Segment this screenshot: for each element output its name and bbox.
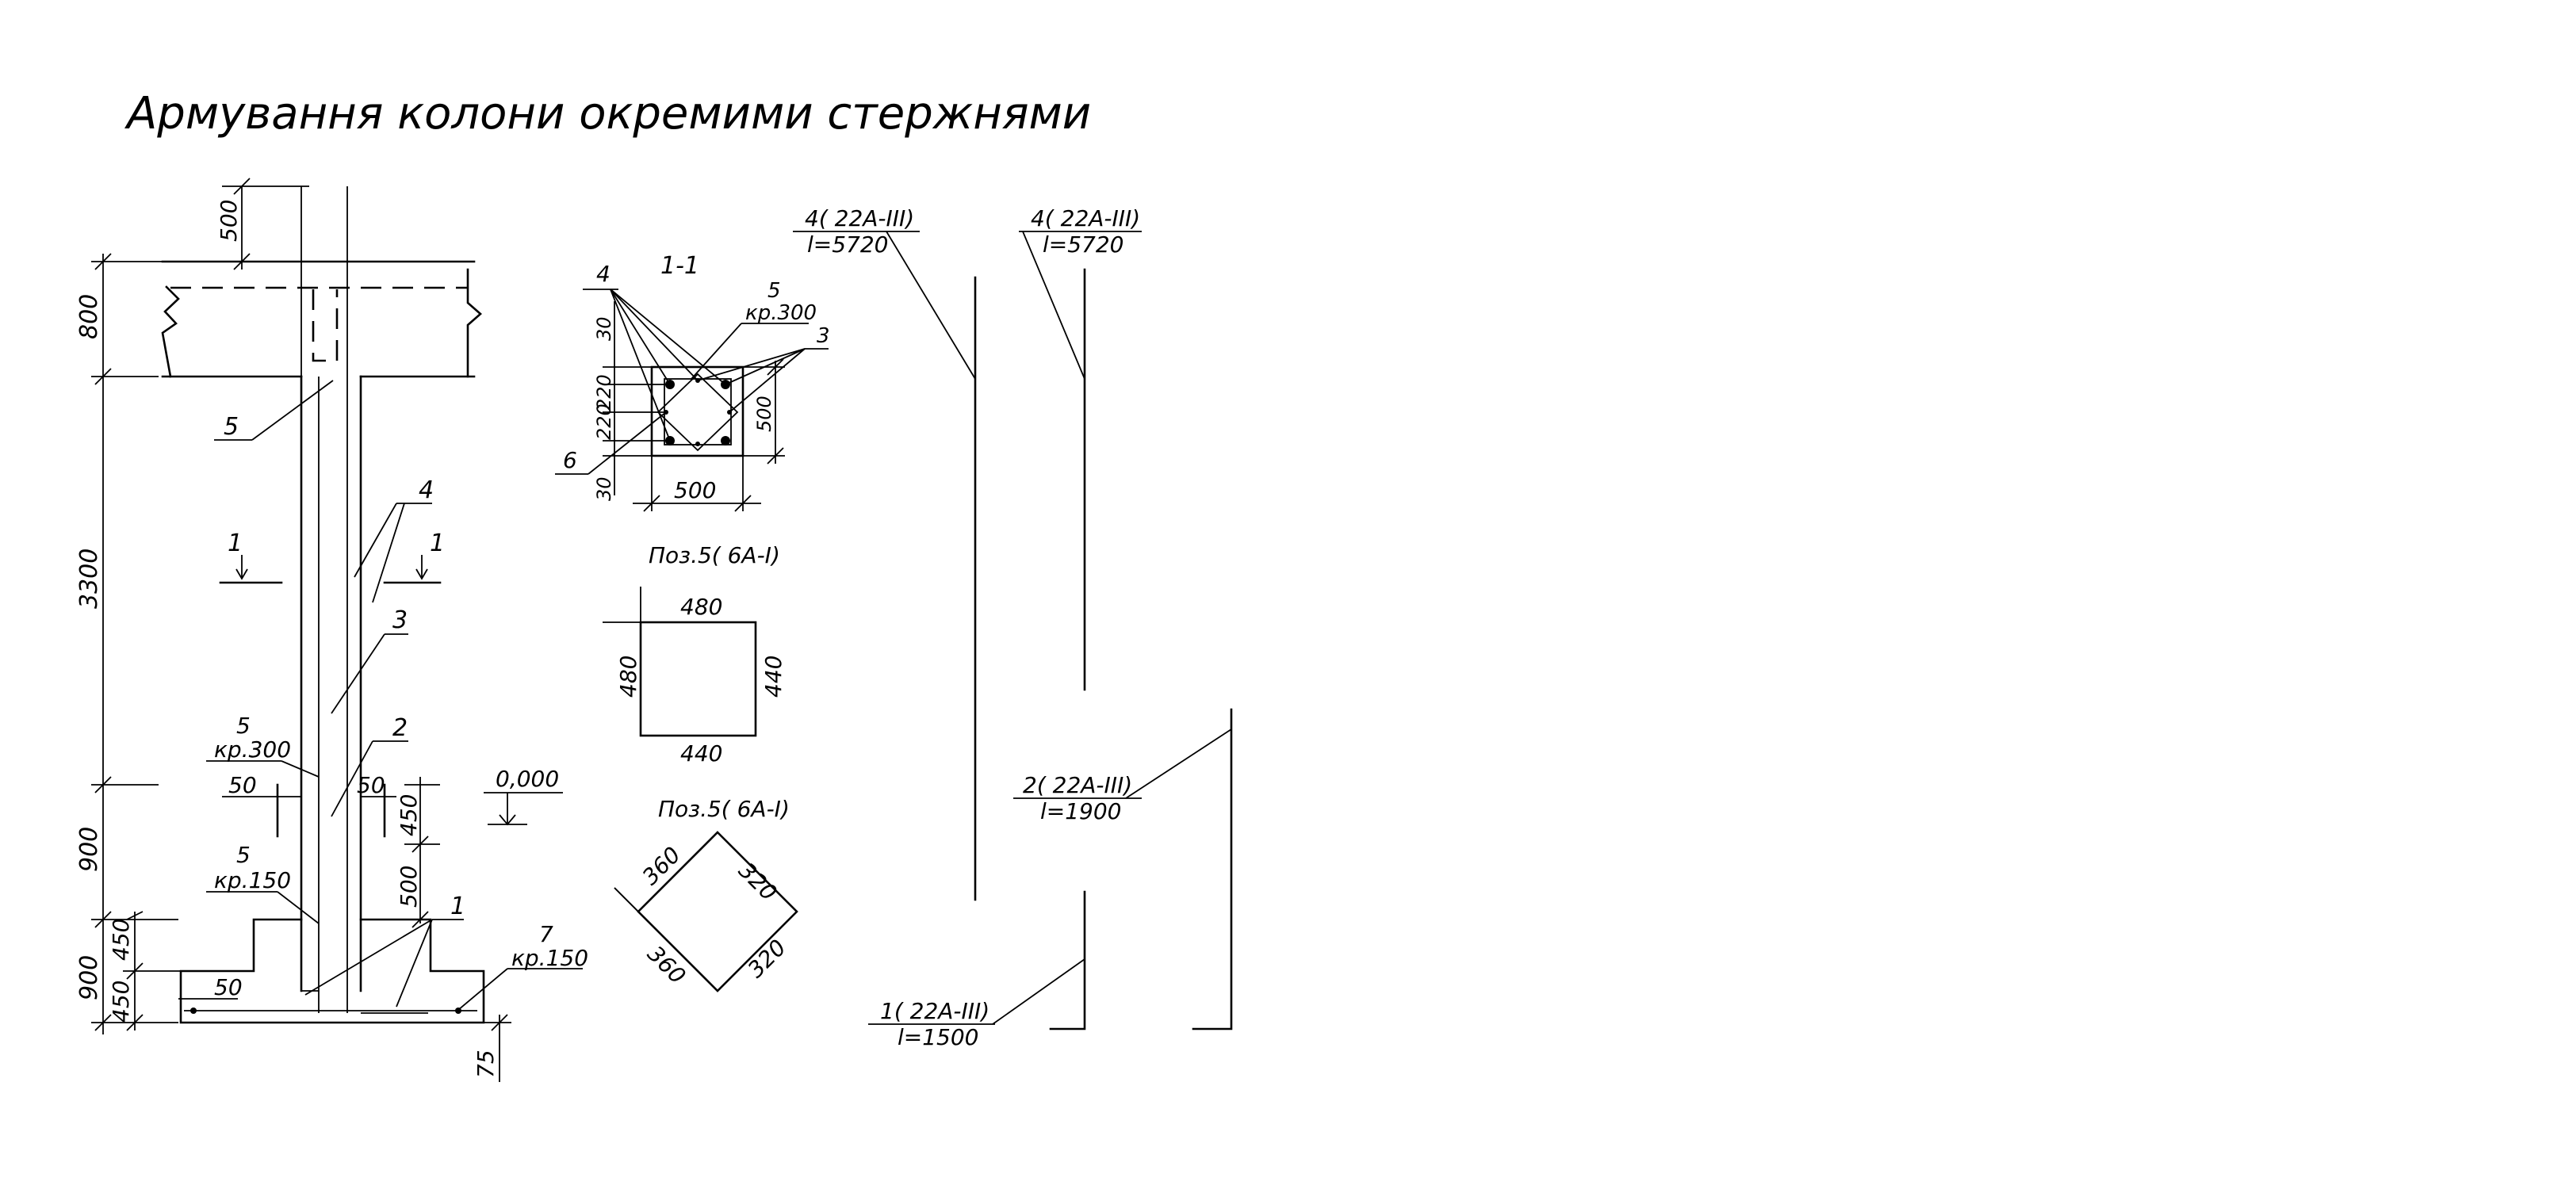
section-dim-220-b: 220 <box>593 403 615 440</box>
section-dim-500-height: 500 <box>753 396 775 432</box>
stirrup-diamond-b: 320 <box>733 858 782 906</box>
dim-900-lower: 900 <box>75 827 103 872</box>
section-callout-3: 3 <box>817 324 830 348</box>
callout-5-low: 5 <box>236 842 251 868</box>
dim-450-upper: 450 <box>108 919 134 961</box>
level-label: 0,000 <box>496 766 559 792</box>
section-callout-6: 6 <box>563 447 577 473</box>
dim-800: 800 <box>75 294 103 339</box>
bar-4a: 4( 22А-ІІІ) l=5720 <box>793 205 977 901</box>
bar-1-spec: 1( 22А-ІІІ) <box>880 998 989 1024</box>
stirrup-square-left: 480 <box>615 656 641 698</box>
stirrup-square-top: 480 <box>680 594 722 620</box>
callout-1: 1 <box>450 893 465 920</box>
callout-5-mid-spacing: кр.300 <box>214 736 291 763</box>
callout-2: 2 <box>392 714 408 742</box>
stirrup-diamond-a: 360 <box>637 842 686 890</box>
stirrup-square: Поз.5( 6А-І) 480 480 440 440 <box>603 542 787 767</box>
stirrup-diamond-d: 320 <box>743 935 791 983</box>
section-dim-30-top: 30 <box>593 316 615 341</box>
dim-50-bottom: 50 <box>214 974 243 1000</box>
section-label: 1-1 <box>660 252 699 280</box>
callout-3: 3 <box>392 606 408 634</box>
dim-3300: 3300 <box>75 549 103 609</box>
callout-4: 4 <box>419 476 434 504</box>
dim-50-right: 50 <box>357 772 385 798</box>
section-dim-30-bottom: 30 <box>593 476 615 501</box>
section-mark-right: 1 <box>430 530 445 557</box>
bar-4a-spec: 4( 22А-ІІІ) <box>805 205 914 231</box>
bar-4a-length: l=5720 <box>807 231 889 258</box>
bar-2: 2( 22А-ІІІ) l=1900 <box>1013 708 1233 1030</box>
callout-5-top: 5 <box>224 413 239 441</box>
stirrup-diamond: Поз.5( 6А-І) 360 320 360 320 <box>614 796 798 992</box>
drawing-title: Армування колони окремими стержнями <box>124 88 1091 140</box>
callout-7: 7 <box>539 921 553 947</box>
section-1-1: 1-1 4 5 кр.300 3 6 <box>555 252 830 512</box>
bar-1: 1( 22А-ІІІ) l=1500 <box>868 890 1086 1050</box>
stirrup-square-bottom: 440 <box>680 740 722 767</box>
dim-75: 75 <box>473 1050 499 1078</box>
bar-2-length: l=1900 <box>1040 798 1122 824</box>
section-callout-5-spacing: кр.300 <box>745 301 817 325</box>
section-dim-500-width: 500 <box>674 477 716 503</box>
dim-450-lower: 450 <box>108 981 134 1023</box>
callout-5-mid: 5 <box>236 713 251 739</box>
dim-500-top: 500 <box>216 200 242 242</box>
bar-2-spec: 2( 22А-ІІІ) <box>1023 772 1132 798</box>
section-mark-left: 1 <box>228 530 243 557</box>
bar-4b: 4( 22А-ІІІ) l=5720 <box>1019 205 1142 691</box>
stirrup-square-label: Поз.5( 6А-І) <box>649 542 780 568</box>
section-dim-220-a: 220 <box>593 374 615 411</box>
bar-1-length: l=1500 <box>898 1024 979 1050</box>
dim-900-footing: 900 <box>75 955 103 1000</box>
stirrup-diamond-label: Поз.5( 6А-І) <box>658 796 790 822</box>
column-elevation: 0,000 800 3300 900 900 450 450 500 5 <box>75 178 588 1082</box>
stirrup-diamond-c: 360 <box>642 941 691 989</box>
callout-5-low-spacing: кр.150 <box>214 867 291 893</box>
section-callout-4: 4 <box>596 261 611 287</box>
dim-450-right: 450 <box>396 794 422 836</box>
stirrup-square-right: 440 <box>760 656 787 698</box>
dim-500-right: 500 <box>396 866 422 908</box>
dim-50-left: 50 <box>228 772 257 798</box>
callout-7-spacing: кр.150 <box>511 945 588 971</box>
bar-4b-spec: 4( 22А-ІІІ) <box>1031 205 1140 231</box>
section-callout-5: 5 <box>767 279 781 303</box>
bar-4b-length: l=5720 <box>1043 231 1124 258</box>
